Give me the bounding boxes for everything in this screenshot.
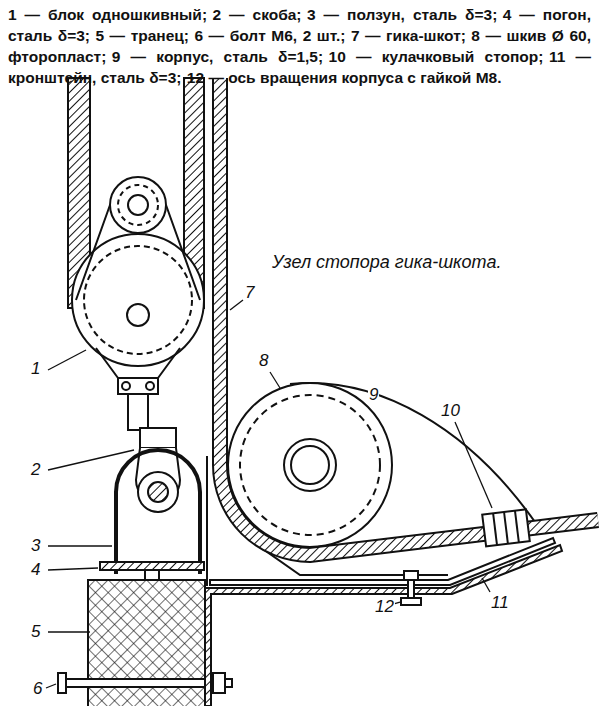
leader-lines-stroke — [455, 422, 492, 508]
bolt-stroke — [213, 673, 225, 693]
bolt-stroke — [58, 673, 66, 693]
single-sheave-block-stroke — [127, 304, 149, 326]
callout-number: 8 — [258, 352, 269, 370]
callout-number: 9 — [368, 386, 379, 404]
leader-lines-stroke — [48, 545, 112, 546]
callout-number: 1 — [30, 360, 41, 378]
sheave — [228, 383, 392, 547]
mainsheet-rope-stroke — [220, 78, 598, 555]
cam-cleat-stroke — [504, 512, 508, 544]
single-sheave-block-stroke — [118, 185, 158, 225]
callout-number: 6 — [32, 680, 43, 698]
callout-number: 4 — [30, 561, 41, 579]
parts-list-entry: 10 — кулачковый стопор; — [329, 48, 544, 65]
leader-lines-stroke — [270, 372, 280, 388]
bracket-stroke — [205, 545, 562, 706]
cam-cleat-stroke — [515, 511, 519, 543]
leader-lines-stroke — [48, 568, 98, 570]
single-sheave-block — [72, 177, 204, 394]
shackle-stroke — [148, 482, 168, 502]
parts-list-entry: 5 — транец; — [95, 27, 189, 44]
sheave-stroke — [240, 395, 380, 535]
sheave-stroke — [284, 439, 336, 491]
callout-number: 2 — [30, 461, 41, 479]
leader-lines-stroke — [482, 578, 490, 592]
callout-number: 11 — [490, 594, 510, 612]
shackle-stroke — [140, 428, 176, 448]
parts-list-entry: 1 — блок одношкивный; — [8, 6, 207, 23]
leader-lines-stroke — [230, 300, 243, 310]
pivot-axle-stroke — [401, 598, 421, 605]
single-sheave-block-stroke — [84, 246, 192, 354]
callout-number: 7 — [244, 284, 255, 302]
shackle-stroke — [128, 394, 148, 430]
slider — [116, 450, 200, 574]
parts-list-entry: 6 — болт М6, 2 шт.; — [194, 27, 345, 44]
track-stroke — [100, 562, 204, 570]
mainsheet-rope-stroke — [220, 78, 598, 555]
parts-list-entry: 3 — ползун, сталь δ=3; — [307, 6, 497, 23]
mainsheet-rope — [220, 78, 598, 555]
single-sheave-block-stroke — [122, 382, 130, 390]
sheave-stroke — [291, 446, 329, 484]
pivot-axle — [401, 571, 421, 605]
parts-list-entry: 2 — скоба; — [212, 6, 301, 23]
shackle-stroke — [138, 472, 178, 512]
parts-list-entry: 12 — ось вращения корпуса с гайкой М8. — [187, 69, 502, 86]
single-sheave-block-stroke — [76, 205, 200, 300]
callout-number: 3 — [30, 537, 41, 555]
track-stroke — [145, 570, 159, 580]
stopper-drawing-stroke — [46, 78, 598, 706]
track — [100, 562, 204, 580]
cam-cleat — [482, 509, 530, 546]
single-sheave-block-stroke — [96, 348, 180, 378]
leader-lines-stroke — [46, 684, 56, 688]
callout-number: 12 — [374, 598, 395, 616]
cam-cleat-stroke — [493, 513, 497, 545]
leader-lines-stroke — [48, 450, 134, 470]
callout-number: 5 — [30, 623, 41, 641]
single-sheave-block-stroke — [146, 382, 154, 390]
bracket — [205, 545, 562, 706]
single-sheave-block-stroke — [128, 195, 148, 215]
leader-lines-stroke — [48, 350, 86, 370]
leader-lines — [46, 300, 492, 688]
parts-list: 1 — блок одношкивный; 2 — скоба; 3 — ползу… — [8, 4, 591, 88]
pivot-axle-stroke — [404, 571, 418, 580]
cam-cleat-stroke — [482, 509, 530, 546]
body-stroke — [206, 456, 208, 586]
leader-lines-stroke — [48, 631, 90, 632]
single-sheave-block-stroke — [110, 177, 166, 233]
parts-list-entry: 7 — гика-шкот; — [351, 27, 466, 44]
callout-number: 10 — [440, 402, 461, 420]
drawing-title: Узел стопора гика-шкота. — [272, 252, 501, 273]
sheave-stroke — [228, 383, 392, 547]
body — [207, 383, 555, 586]
parts-list-entry: 9 — корпус, сталь δ=1,5; — [112, 48, 323, 65]
single-sheave-block-stroke — [118, 378, 158, 394]
